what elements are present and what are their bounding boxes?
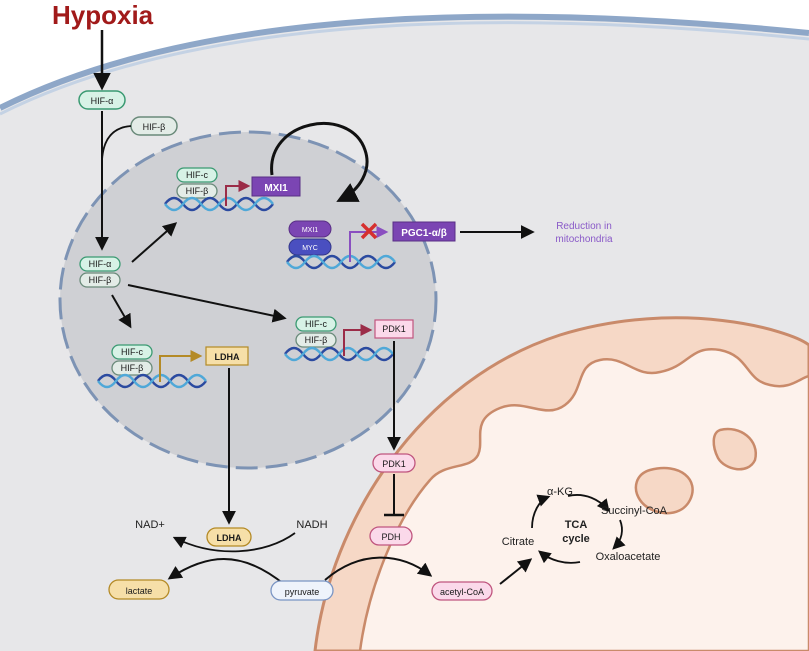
pyruvate-node: pyruvate	[270, 580, 334, 601]
svg-text:HIF-α: HIF-α	[91, 96, 114, 106]
svg-text:HIF-β: HIF-β	[89, 275, 112, 285]
nad-plus-label: NAD+	[135, 519, 165, 531]
ldha-protein: LDHA	[206, 527, 252, 547]
ldha-gene: HIF-c HIF-β LDHA	[96, 344, 249, 389]
pdk1-gene: HIF-c HIF-β PDK1	[283, 316, 414, 362]
svg-text:MXI1: MXI1	[302, 227, 318, 234]
svg-text:lactate: lactate	[126, 586, 153, 596]
cell-membrane-inner	[0, 21, 809, 116]
arrow-pyruvate-to-lactate	[167, 558, 286, 586]
hif-complex-center: HIF-α HIF-β	[79, 256, 121, 288]
tca-center-line2: cycle	[562, 533, 590, 545]
pdh-protein: PDH	[369, 526, 413, 546]
outcome-line2: mitochondria	[555, 234, 613, 245]
arrow-mxi1-feedback	[270, 122, 369, 202]
svg-text:HIF-β: HIF-β	[305, 335, 328, 345]
pdk1-protein: PDK1	[372, 453, 416, 473]
svg-text:PGC1-α/β: PGC1-α/β	[401, 228, 447, 239]
svg-text:HIF-α: HIF-α	[89, 259, 112, 269]
mxi1-gene: HIF-c HIF-β MXI1	[163, 167, 301, 212]
nadh-label: NADH	[296, 519, 327, 531]
svg-text:HIF-β: HIF-β	[121, 363, 144, 373]
mitochondrion	[313, 316, 809, 651]
arrow-acetyl-to-tca	[499, 558, 533, 585]
join-hif-beta	[101, 125, 132, 161]
tca-oxaloacetate: Oxaloacetate	[596, 551, 661, 563]
svg-text:HIF-c: HIF-c	[186, 170, 208, 180]
arrow-nadh-to-nad	[172, 532, 296, 553]
tca-succinyl-coa: Succinyl-CoA	[601, 505, 668, 517]
nucleus	[58, 130, 438, 470]
svg-text:HIF-β: HIF-β	[186, 186, 209, 196]
outcome-line1: Reduction in	[556, 221, 612, 232]
svg-text:HIF-c: HIF-c	[121, 347, 143, 357]
svg-text:acetyl-CoA: acetyl-CoA	[440, 587, 484, 597]
tca-citrate: Citrate	[502, 536, 534, 548]
lactate-node: lactate	[108, 579, 170, 600]
svg-text:pyruvate: pyruvate	[285, 587, 320, 597]
tca-alpha-kg: α-KG	[547, 486, 573, 498]
title: Hypoxia	[52, 0, 154, 30]
tca-cycle: α-KG Succinyl-CoA Oxaloacetate Citrate T…	[502, 486, 668, 564]
arrow-to-pdk1-gene	[127, 284, 287, 323]
svg-text:MYC: MYC	[302, 245, 318, 252]
svg-text:HIF-β: HIF-β	[143, 122, 166, 132]
svg-text:PDK1: PDK1	[382, 324, 406, 334]
svg-text:PDH: PDH	[381, 532, 400, 542]
arrow-to-mxi1-gene	[131, 222, 178, 263]
svg-text:LDHA: LDHA	[217, 533, 242, 543]
hif-alpha-pill: HIF-α	[78, 90, 126, 110]
svg-text:HIF-c: HIF-c	[305, 319, 327, 329]
tca-center-line1: TCA	[565, 519, 588, 531]
mxi1-myc-gene: MXI1 MYC PGC1-α/β	[285, 220, 456, 270]
svg-text:LDHA: LDHA	[215, 352, 240, 362]
hif-beta-pill: HIF-β	[130, 116, 178, 136]
svg-text:MXI1: MXI1	[264, 183, 288, 194]
acetyl-coa-node: acetyl-CoA	[431, 581, 493, 601]
arrow-pyruvate-to-acetyl	[324, 556, 433, 581]
arrow-to-ldha-gene	[111, 294, 132, 329]
svg-text:PDK1: PDK1	[382, 459, 406, 469]
cell-membrane	[0, 13, 809, 111]
